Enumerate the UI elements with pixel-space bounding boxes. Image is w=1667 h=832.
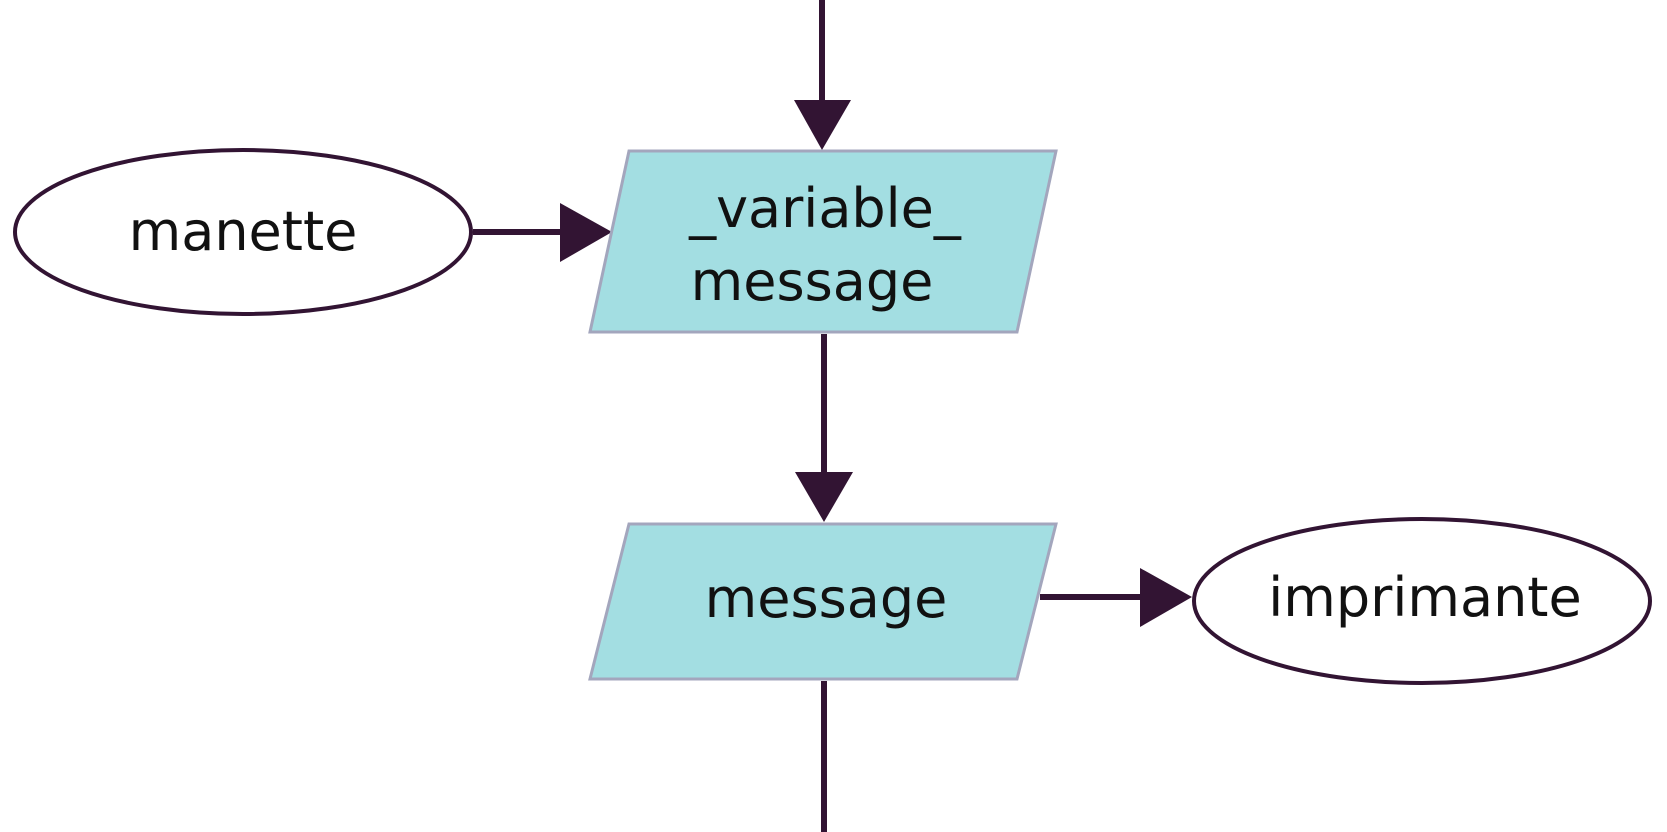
manette-label: manette	[129, 200, 358, 263]
edge-input-to-output	[795, 334, 853, 522]
imprimante-label: imprimante	[1268, 566, 1581, 629]
input-block-shape	[588, 149, 1058, 334]
output-block-shape	[588, 522, 1058, 681]
edge-output-to-imprimante	[1040, 568, 1192, 627]
node-input-block: _variable_ message	[588, 149, 1058, 334]
output-block-label: message	[705, 567, 948, 630]
edge-top-incoming	[794, 0, 851, 150]
imprimante-ellipse	[1192, 517, 1652, 685]
input-block-line2: message	[691, 250, 934, 313]
input-block-line1: _variable_	[688, 177, 962, 240]
node-manette: manette	[13, 148, 473, 316]
manette-ellipse	[13, 148, 473, 316]
node-output-block: message	[588, 522, 1058, 681]
edge-manette-to-input	[473, 203, 612, 262]
node-imprimante: imprimante	[1192, 517, 1652, 685]
